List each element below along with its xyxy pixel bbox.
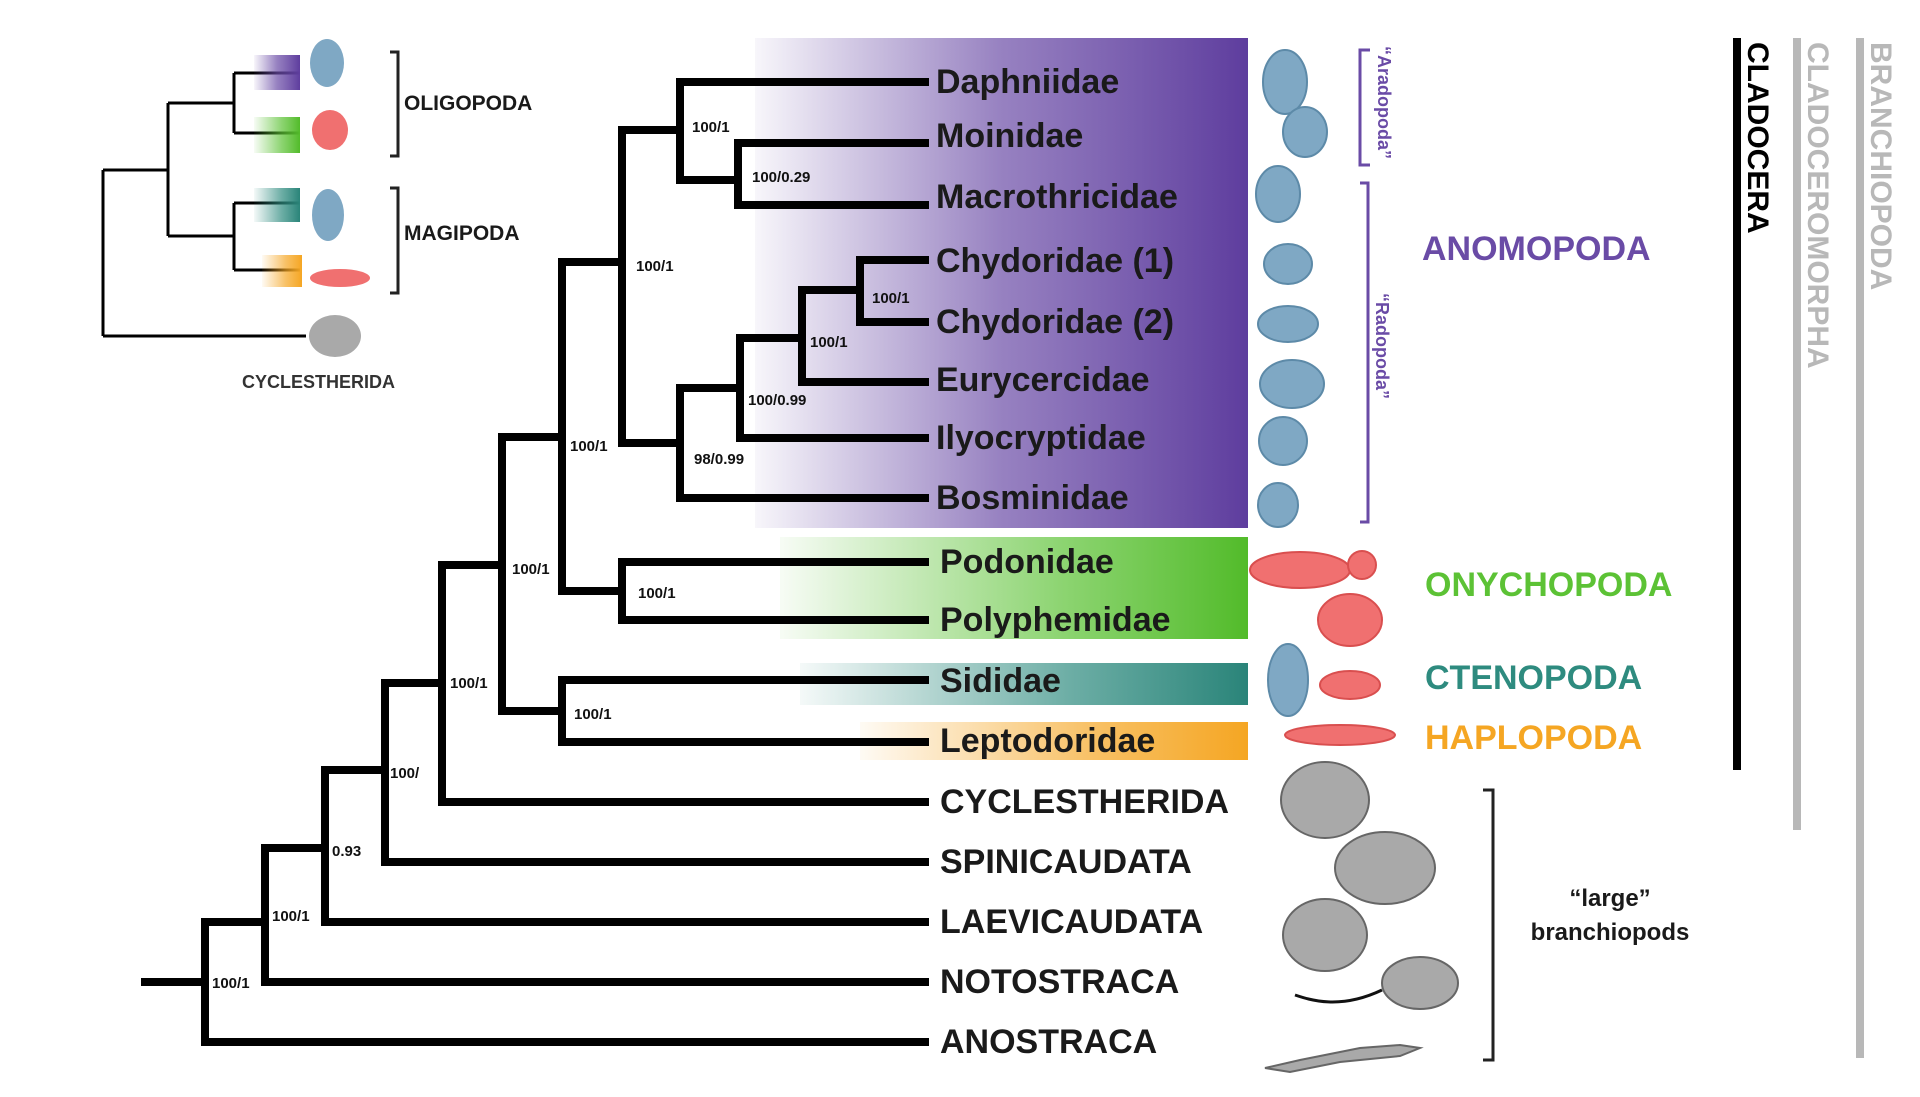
taxon-label: Daphniidae <box>936 63 1119 101</box>
taxon-label: Leptodoridae <box>940 722 1155 760</box>
onychopoda-silhouettes <box>1249 550 1396 746</box>
radopoda-label: “Radopoda” <box>1372 293 1392 399</box>
branchiopoda-label: BRANCHIOPODA <box>1864 42 1897 290</box>
inset-purple-swatch <box>254 55 300 90</box>
taxon-label: LAEVICAUDATA <box>940 903 1203 941</box>
taxon-label: Macrothricidae <box>936 178 1178 216</box>
group-label-haplopoda: HAPLOPODA <box>1425 719 1642 757</box>
taxon-labels: Daphniidae Moinidae Macrothricidae Chydo… <box>936 63 1229 1061</box>
taxon-label: NOTOSTRACA <box>940 963 1179 1001</box>
taxon-label: ANOSTRACA <box>940 1023 1157 1061</box>
support-value: 100/ <box>390 765 420 782</box>
water-flea-icon <box>1257 305 1319 343</box>
cladoceromorpha-label: CLADOCEROMORPHA <box>1801 42 1834 369</box>
oligopoda-bracket <box>390 50 400 158</box>
predatory-cladoceran-icon <box>1347 550 1377 580</box>
taxon-label: SPINICAUDATA <box>940 843 1192 881</box>
water-flea-icon <box>1263 243 1313 285</box>
taxon-label: Sididae <box>940 662 1061 700</box>
taxon-label: Chydoridae (1) <box>936 242 1174 280</box>
support-value: 100/0.29 <box>752 169 810 186</box>
support-value: 100/1 <box>872 290 910 307</box>
group-label-onychopoda: ONYCHOPODA <box>1425 566 1672 604</box>
inset-label-cyclestherida: CYCLESTHERIDA <box>242 372 395 392</box>
predatory-cladoceran-icon <box>312 110 348 150</box>
support-value: 100/1 <box>570 438 608 455</box>
support-value: 98/0.99 <box>694 451 744 468</box>
support-value: 100/1 <box>574 706 612 723</box>
group-label-ctenopoda: CTENOPODA <box>1425 659 1642 697</box>
cladocera-label: CLADOCERA <box>1741 42 1774 234</box>
taxon-label: Chydoridae (2) <box>936 303 1174 341</box>
group-label-anomopoda: ANOMOPODA <box>1422 230 1651 268</box>
sidid-icon <box>1267 643 1309 717</box>
clam-shrimp-icon <box>1280 761 1370 839</box>
inset-teal-swatch <box>254 188 300 222</box>
support-value: 100/1 <box>272 908 310 925</box>
large-branchiopods-label-1: “large” <box>1569 885 1650 912</box>
radopoda-bracket <box>1360 181 1370 524</box>
taxon-label: Bosminidae <box>936 479 1129 517</box>
anomopoda-silhouettes <box>1255 49 1328 717</box>
large-branchiopod-silhouettes <box>1264 761 1459 1074</box>
taxon-label: CYCLESTHERIDA <box>940 783 1229 821</box>
taxon-label: Moinidae <box>936 117 1083 155</box>
water-flea-icon <box>1257 482 1299 528</box>
sidid-icon <box>312 189 344 241</box>
water-flea-icon <box>1282 106 1328 158</box>
phylogenetic-tree <box>141 78 929 1046</box>
predatory-cladoceran-icon <box>1249 551 1351 589</box>
inset-green-swatch <box>254 117 300 153</box>
support-value: 100/1 <box>512 561 550 578</box>
water-flea-icon <box>1262 49 1308 115</box>
support-value: 100/1 <box>692 119 730 136</box>
anomopoda-highlight <box>755 38 1248 528</box>
support-value: 100/1 <box>810 334 848 351</box>
aradopoda-bracket <box>1358 48 1370 167</box>
taxon-label: Ilyocryptidae <box>936 419 1146 457</box>
large-branchiopods-bracket <box>1483 788 1495 1062</box>
support-value: 0.93 <box>332 843 361 860</box>
fairy-shrimp-icon <box>1264 1043 1424 1074</box>
taxon-label: Polyphemidae <box>940 601 1171 639</box>
predatory-cladoceran-icon <box>1317 593 1383 647</box>
haplopod-icon <box>1319 670 1381 700</box>
water-flea-icon <box>1259 359 1325 409</box>
inset-label-oligopoda: OLIGOPODA <box>404 92 532 115</box>
clam-shrimp-icon <box>1334 831 1436 905</box>
support-values: 100/1 100/0.29 100/1 100/1 100/1 100/0.9… <box>212 119 910 992</box>
magipoda-bracket <box>390 186 400 295</box>
support-value: 100/1 <box>636 258 674 275</box>
large-branchiopods-label-2: branchiopods <box>1531 919 1690 946</box>
inset-label-magipoda: MAGIPODA <box>404 222 520 245</box>
taxon-label: Podonidae <box>940 543 1114 581</box>
water-flea-icon <box>1255 165 1301 223</box>
support-value: 100/1 <box>450 675 488 692</box>
tadpole-shrimp-icon <box>1381 956 1459 1010</box>
clam-shrimp-icon <box>1282 898 1368 972</box>
haplopod-icon <box>1284 724 1396 746</box>
support-value: 100/1 <box>638 585 676 602</box>
water-flea-icon <box>1258 416 1308 466</box>
water-flea-icon <box>310 39 344 87</box>
aradopoda-label: “Aradopoda” <box>1374 46 1394 159</box>
haplopod-icon <box>310 269 370 287</box>
tadpole-shrimp-tail <box>1294 988 1383 1004</box>
taxon-label: Eurycercidae <box>936 361 1150 399</box>
inset-orange-swatch <box>262 255 302 287</box>
support-value: 100/1 <box>212 975 250 992</box>
clam-shrimp-icon <box>309 315 361 357</box>
support-value: 100/0.99 <box>748 392 806 409</box>
